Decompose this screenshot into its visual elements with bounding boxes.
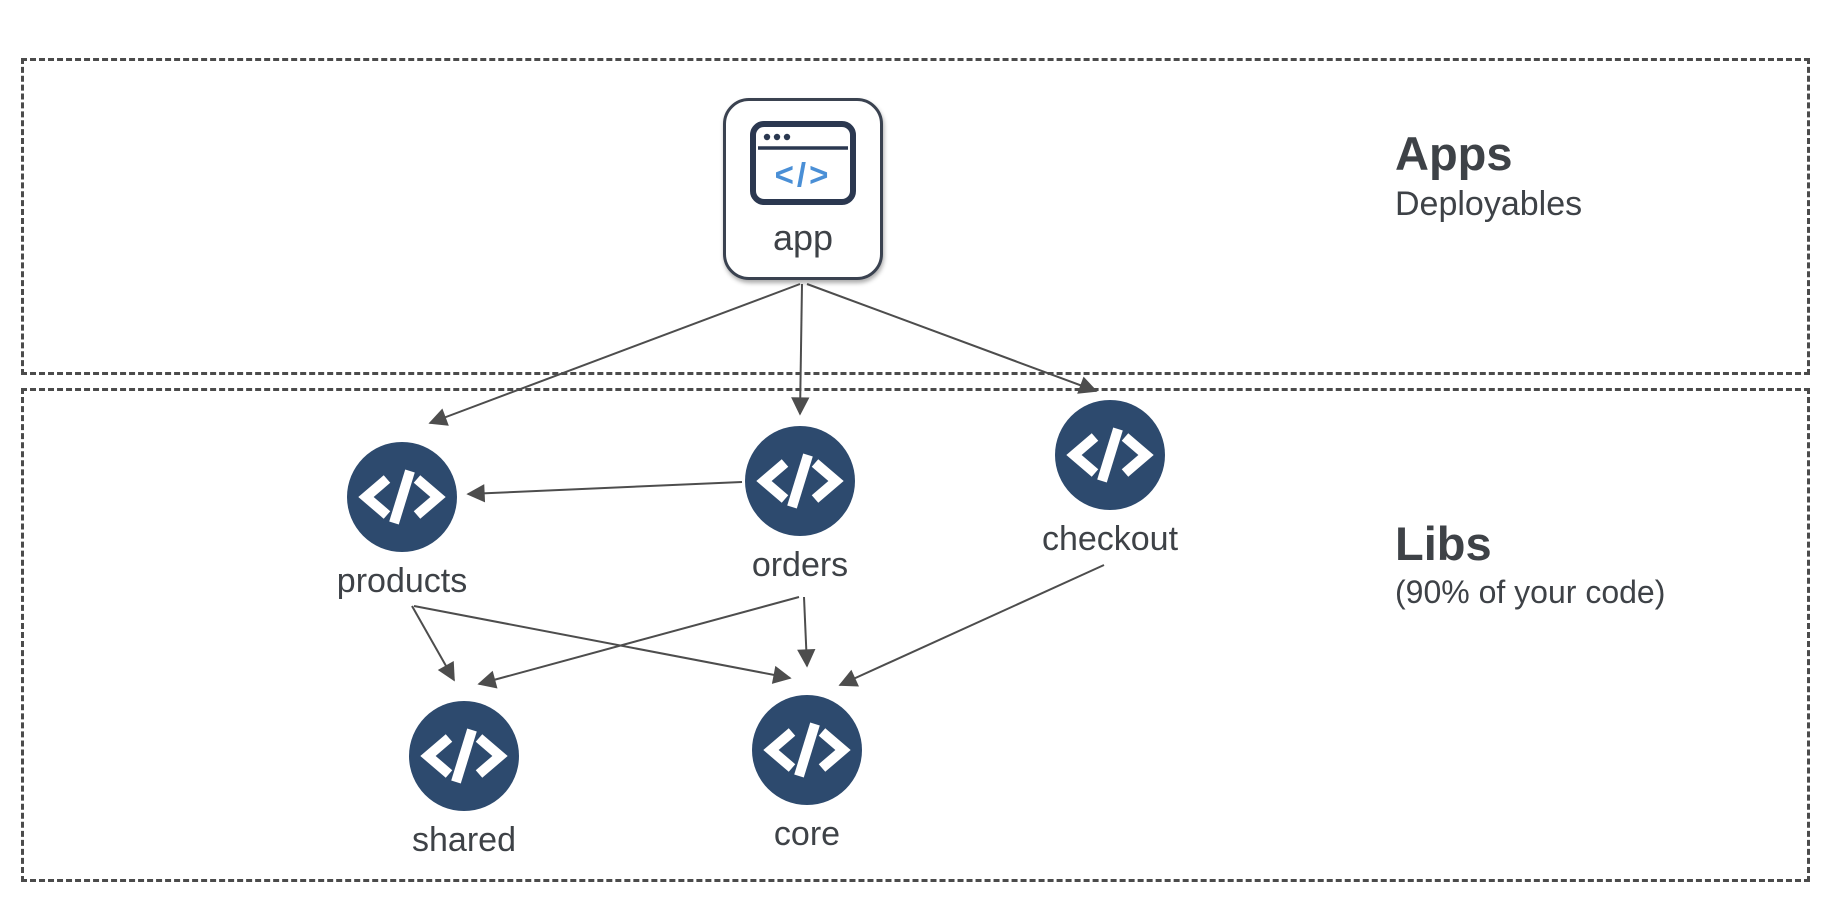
- section-libs: [21, 388, 1810, 882]
- lib-node-checkout: checkout: [1025, 400, 1195, 559]
- apps-section-label: Apps Deployables: [1395, 127, 1583, 223]
- edge-app-to-checkout: [806, 283, 1098, 394]
- code-icon: [347, 442, 457, 552]
- lib-node-orders: orders: [715, 426, 885, 585]
- lib-node-core: core: [722, 695, 892, 854]
- libs-title: Libs: [1395, 517, 1492, 570]
- code-icon: [745, 426, 855, 536]
- lib-node-label: checkout: [1041, 520, 1179, 558]
- lib-node-label: orders: [751, 546, 849, 584]
- code-icon: [409, 701, 519, 811]
- edge-orders-to-core: [797, 596, 816, 668]
- lib-node-label: products: [336, 562, 468, 600]
- code-icon: [1055, 400, 1165, 510]
- apps-subtitle: Deployables: [1395, 184, 1583, 223]
- section-apps: [21, 58, 1810, 375]
- code-icon: [752, 695, 862, 805]
- browser-code-icon: </>: [749, 120, 857, 211]
- edge-orders-to-products: [466, 481, 743, 503]
- app-node-label: app: [772, 216, 834, 258]
- edge-checkout-to-core: [838, 564, 1105, 687]
- libs-subtitle: (90% of your code): [1395, 573, 1666, 610]
- lib-node-shared: shared: [379, 701, 549, 860]
- lib-node-products: products: [317, 442, 487, 601]
- edge-app-to-orders: [791, 283, 810, 416]
- edge-products-to-shared: [411, 605, 455, 682]
- edge-app-to-products: [428, 283, 801, 426]
- lib-node-label: core: [773, 815, 841, 853]
- edge-orders-to-shared: [477, 596, 800, 689]
- edge-products-to-core: [413, 605, 792, 684]
- svg-text:</>: </>: [775, 156, 832, 193]
- lib-node-label: shared: [412, 821, 516, 859]
- libs-section-label: Libs (90% of your code): [1395, 517, 1666, 610]
- app-node: </> app: [723, 98, 883, 280]
- apps-title: Apps: [1395, 127, 1513, 180]
